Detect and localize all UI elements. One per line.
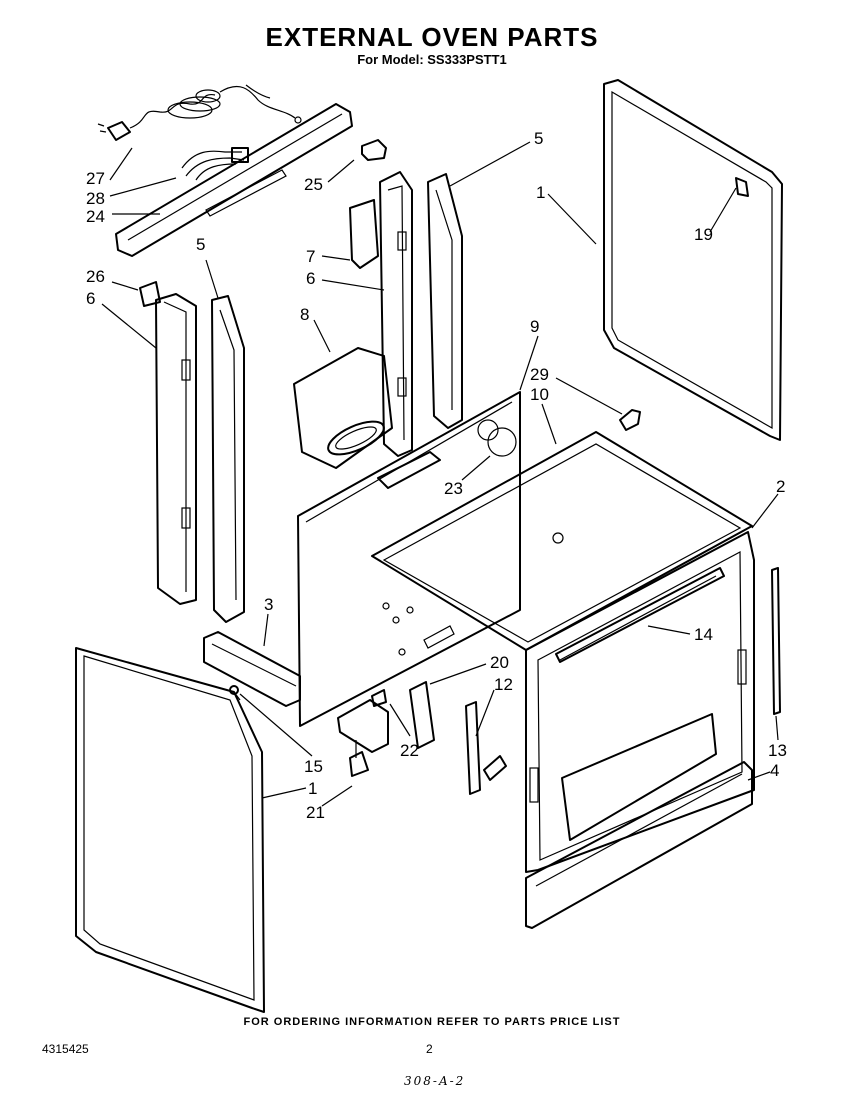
callout-label: 19 <box>694 225 713 244</box>
callout-label: 1 <box>536 183 545 202</box>
power-cord-part <box>97 84 302 141</box>
side-panel-left-part <box>75 647 265 1013</box>
hinge-bracket-20-part <box>409 681 435 749</box>
leveling-leg-part <box>337 699 389 777</box>
leveling-foot-29-part <box>619 409 641 431</box>
callout-label: 24 <box>86 207 105 226</box>
callout-label: 3 <box>264 595 273 614</box>
callout-label: 27 <box>86 169 105 188</box>
clip-part <box>361 139 387 161</box>
callout-label: 10 <box>530 385 549 404</box>
callout-label: 1 <box>308 779 317 798</box>
side-panel-right-part <box>603 79 783 441</box>
callout-label: 25 <box>304 175 323 194</box>
screw-15-part <box>229 685 239 695</box>
top-panel-part <box>371 431 753 651</box>
hinge-bracket-12-part <box>465 701 507 795</box>
callout-label: 22 <box>400 741 419 760</box>
callout-label: 7 <box>306 247 315 266</box>
bottom-rail-part <box>203 631 301 707</box>
console-panel-part <box>115 103 353 257</box>
model-subtitle: For Model: SS333PSTT1 <box>357 52 507 67</box>
callout-label: 23 <box>444 479 463 498</box>
callout-label: 21 <box>306 803 325 822</box>
callout-label: 28 <box>86 189 105 208</box>
back-panel-part <box>297 391 521 727</box>
callout-labels: 27 28 24 25 5 1 19 7 6 26 6 5 8 9 29 10 … <box>86 129 787 822</box>
trim-strip-14-part <box>555 567 725 663</box>
callout-label: 29 <box>530 365 549 384</box>
callout-label: 2 <box>776 477 785 496</box>
clip-22-part <box>371 689 387 707</box>
ordering-note: FOR ORDERING INFORMATION REFER TO PARTS … <box>243 1016 621 1028</box>
callout-label: 13 <box>768 741 787 760</box>
kick-plate-part <box>525 761 753 929</box>
callout-label: 12 <box>494 675 513 694</box>
callout-label: 9 <box>530 317 539 336</box>
document-number: 4315425 <box>42 1042 89 1056</box>
vent-duct-part <box>293 347 393 469</box>
side-trim-13-part <box>771 567 781 715</box>
wire-harness-part <box>181 147 249 181</box>
callout-label: 20 <box>490 653 509 672</box>
page-number: 2 <box>426 1042 433 1056</box>
callout-label: 26 <box>86 267 105 286</box>
left-channel-part <box>155 293 245 623</box>
callout-label: 8 <box>300 305 309 324</box>
bracket-7-part <box>349 199 379 269</box>
bracket-26-part <box>139 281 161 307</box>
leader-lines <box>101 141 779 807</box>
front-frame-part <box>525 531 755 873</box>
callout-label: 6 <box>306 269 315 288</box>
callout-label: 5 <box>534 129 543 148</box>
handwritten-code: 308-A-2 <box>404 1074 466 1088</box>
page-title: EXTERNAL OVEN PARTS <box>265 22 599 52</box>
callout-label: 5 <box>196 235 205 254</box>
center-channel-part <box>379 171 463 457</box>
callout-label: 15 <box>304 757 323 776</box>
callout-label: 6 <box>86 289 95 308</box>
callout-label: 14 <box>694 625 713 644</box>
callout-label: 4 <box>770 761 779 780</box>
